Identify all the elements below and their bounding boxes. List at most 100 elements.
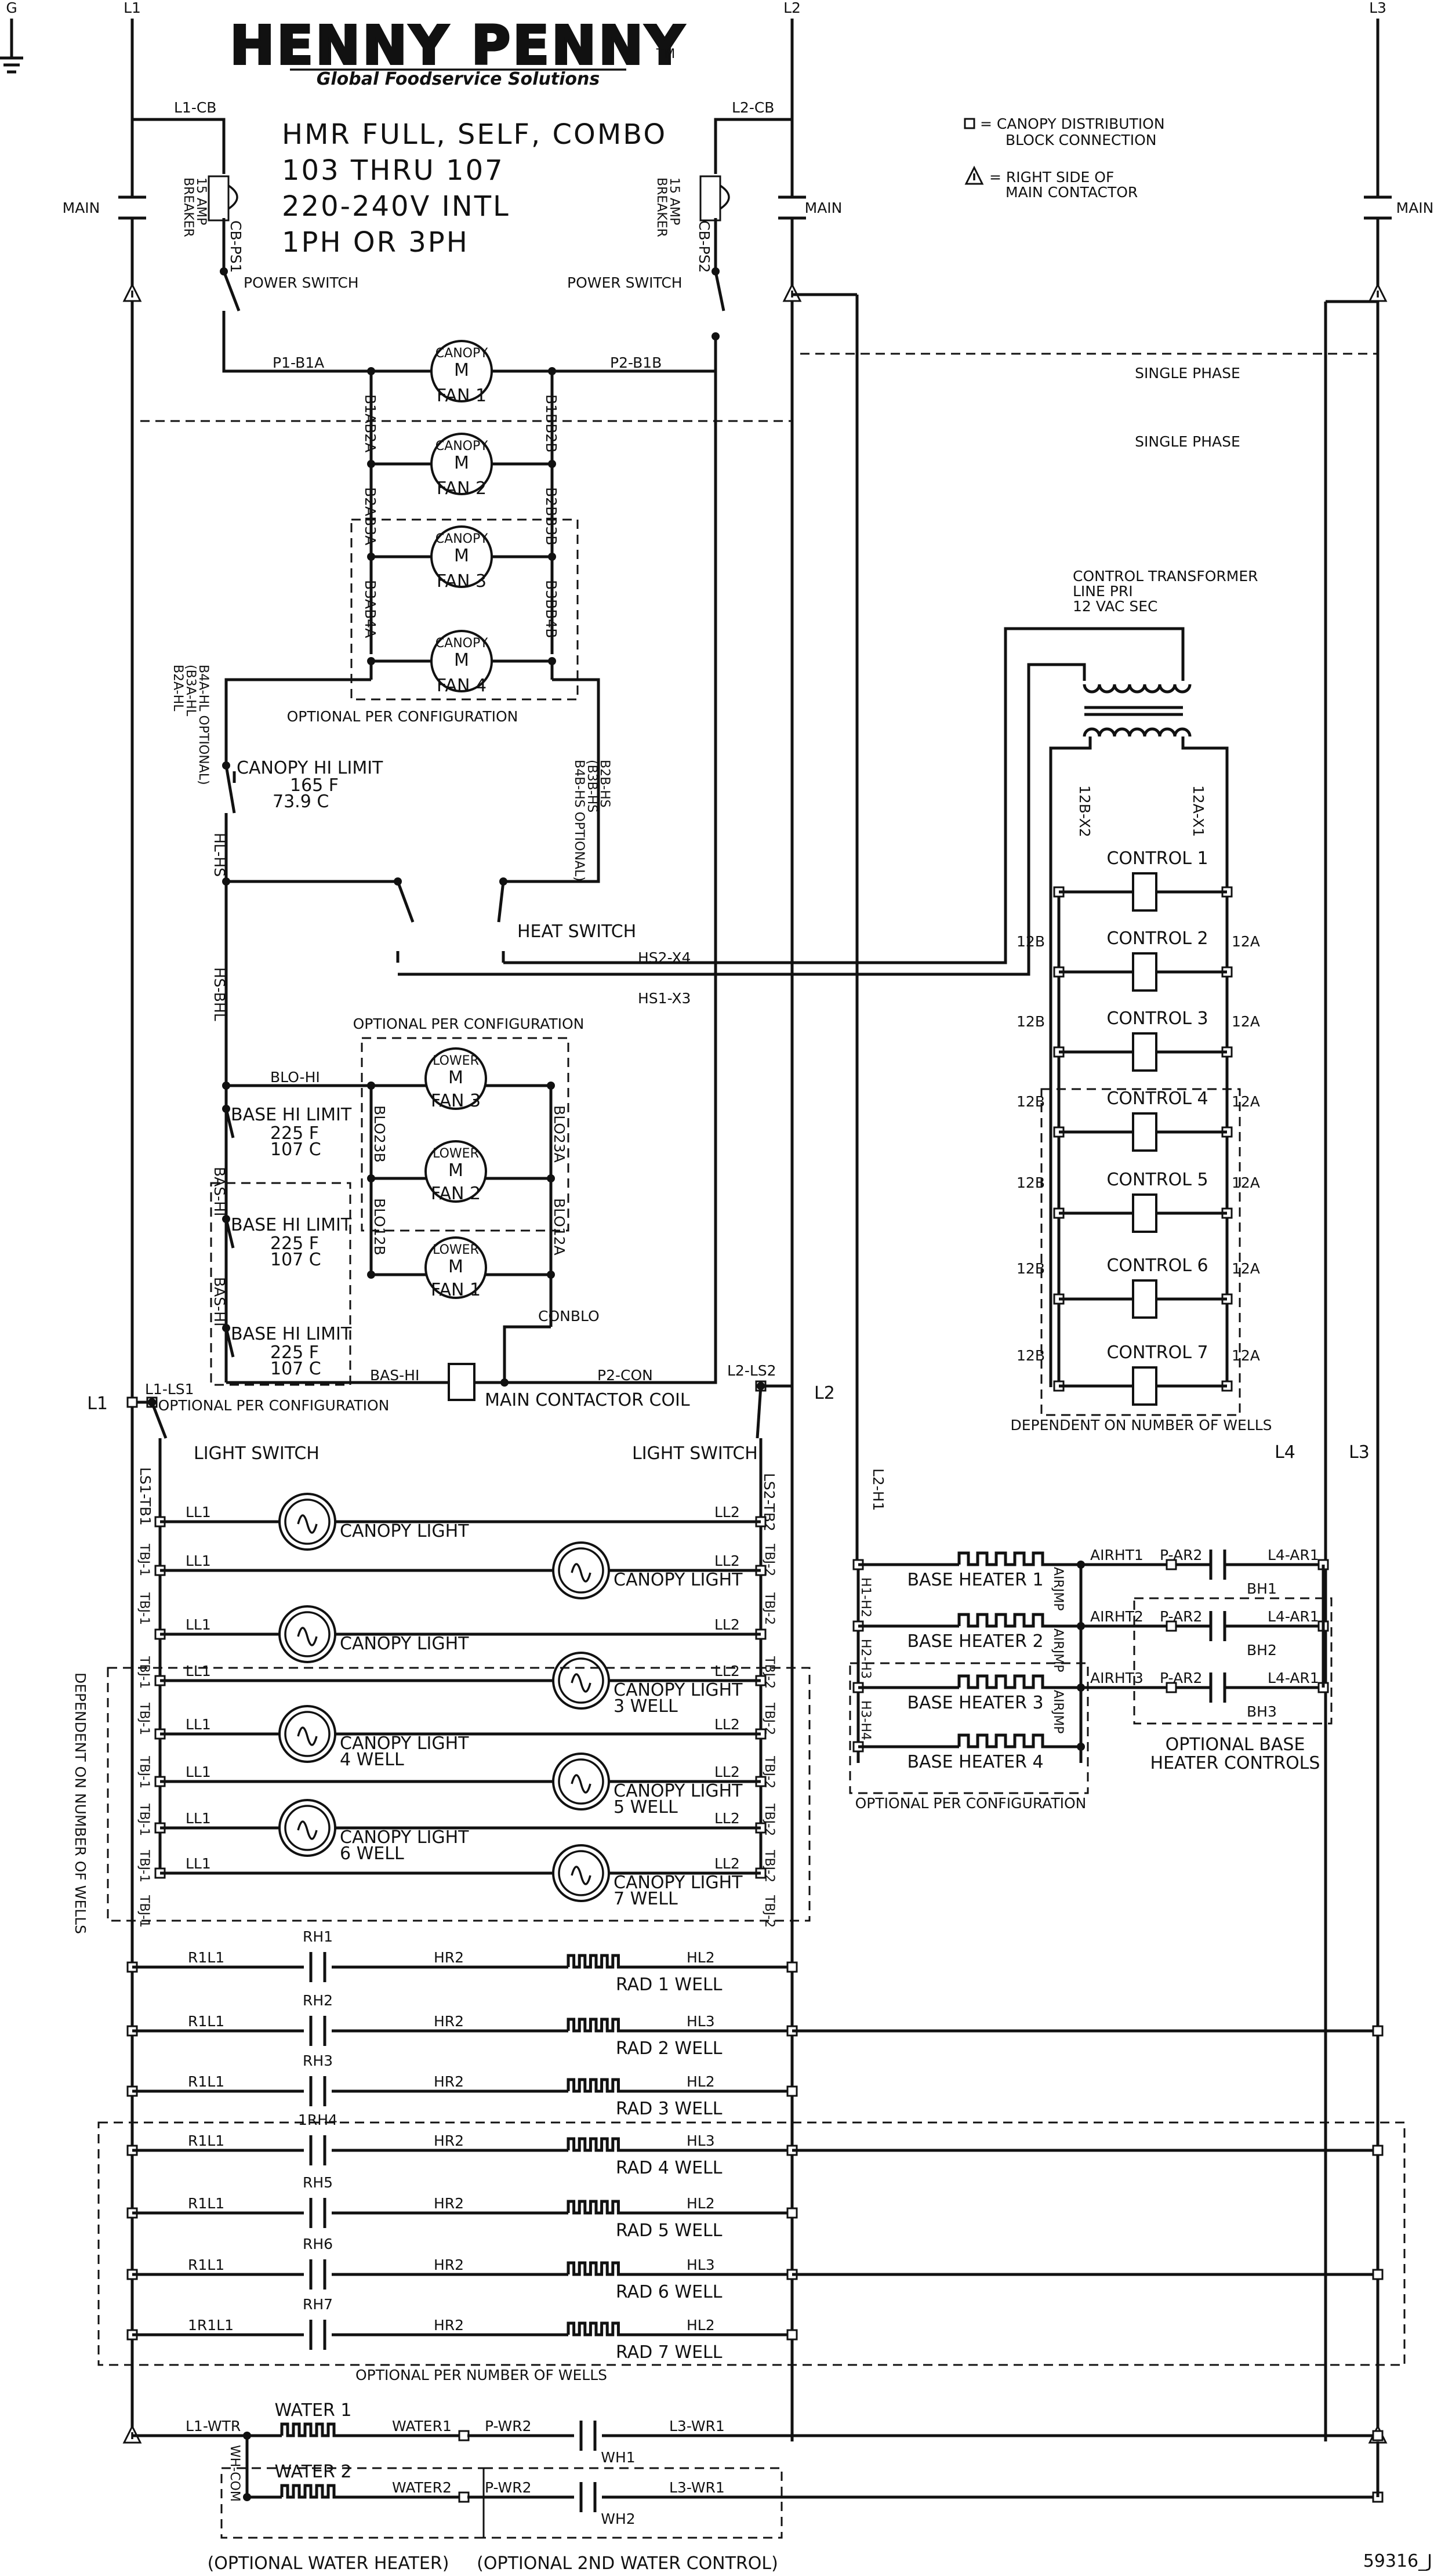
- wire-label: 12A: [1232, 933, 1260, 950]
- trademark: TM: [656, 47, 675, 61]
- lamp-icon: [297, 1514, 318, 1534]
- wire-label: HL-HS: [211, 833, 228, 877]
- fan-name: FAN 1: [437, 386, 487, 406]
- switch-label: POWER SWITCH: [567, 274, 683, 291]
- fan-name: FAN 2: [437, 478, 487, 499]
- brand-tagline: Global Foodservice Solutions: [317, 69, 600, 89]
- lamp-icon: [558, 1758, 604, 1805]
- terminal-block: [1166, 1620, 1177, 1632]
- switch-blade: [150, 1402, 168, 1439]
- component-label: HEAT SWITCH: [517, 921, 636, 942]
- junction-dot: [499, 877, 507, 886]
- water-heater-element: [280, 2422, 340, 2437]
- terminal-block: [126, 1396, 138, 1408]
- lamp-icon: [284, 1499, 331, 1545]
- motor-label: CANOPY: [435, 346, 488, 361]
- title-line: HMR FULL, SELF, COMBO: [282, 118, 667, 151]
- wire-label: 12B: [1017, 933, 1045, 950]
- wire-label: P-AR2: [1160, 1608, 1202, 1625]
- heater-element: [957, 1674, 1052, 1689]
- wire-label: AIRJMP: [1051, 1690, 1065, 1734]
- wire-label: (B3B-HS: [585, 760, 599, 812]
- lower-fans-box: [361, 1037, 569, 1232]
- component-label: 225 F: [270, 1343, 319, 1363]
- wire-label: LL1: [186, 1764, 211, 1780]
- wire-label: L4-AR1: [1268, 1670, 1319, 1686]
- light-label: CANOPY LIGHT: [340, 1634, 469, 1654]
- junction-dot: [367, 553, 375, 561]
- junction-dot: [547, 1271, 555, 1279]
- wire-label: BLO12B: [371, 1198, 388, 1256]
- wire-label: L1-LS1: [145, 1381, 194, 1398]
- wire-label: B1AB2A: [362, 394, 379, 452]
- water-heater-box: [220, 2467, 485, 2539]
- terminal-block: [1372, 2025, 1384, 2037]
- wire-label: LL2: [714, 1552, 740, 1569]
- terminal-block: [786, 1961, 798, 1973]
- switch-blade: [396, 881, 415, 923]
- wire-label: L1-CB: [174, 99, 216, 116]
- wire-label: LL1: [186, 1616, 211, 1633]
- terminal-block: [458, 2430, 470, 2441]
- component-label: 107 C: [270, 1250, 321, 1270]
- motor-label: LOWER: [433, 1243, 479, 1257]
- legend-text: = CANOPY DISTRIBUTION: [980, 115, 1165, 132]
- lamp-icon: [571, 1563, 591, 1583]
- wire-label: HR2: [434, 1949, 464, 1966]
- water-label: WATER 2: [275, 2462, 352, 2482]
- transformer-coil: [1083, 684, 1192, 694]
- optional-label: OPTIONAL PER CONFIGURATION: [855, 1795, 1087, 1812]
- wire-label: B2A-HL: [170, 665, 185, 712]
- terminal-block: [1372, 2430, 1384, 2441]
- component-label: BASE HI LIMIT: [231, 1215, 352, 1235]
- motor-label: CANOPY: [435, 439, 488, 453]
- lamp-icon: [571, 1866, 591, 1885]
- fan-motor: [430, 340, 493, 402]
- lights-optional-box: [107, 1667, 811, 1922]
- fan-name: FAN 4: [437, 676, 487, 696]
- terminal-block: [786, 2085, 798, 2097]
- heater-label: BASE HEATER 2: [907, 1631, 1043, 1652]
- title-line: 1PH OR 3PH: [282, 226, 469, 259]
- lamp-icon: [558, 1547, 604, 1594]
- terminal-block: [786, 2207, 798, 2219]
- transformer-label: 12 VAC SEC: [1073, 598, 1157, 615]
- rad-label: RAD 7 WELL: [616, 2342, 723, 2363]
- wire-label: LL2: [714, 1855, 740, 1872]
- junction-dot: [367, 1174, 375, 1182]
- wire-label: LL1: [186, 1716, 211, 1733]
- wire-label: P-AR2: [1160, 1547, 1202, 1563]
- heater-element: [567, 2200, 624, 2215]
- junction-dot: [547, 1174, 555, 1182]
- wire: [474, 336, 717, 1384]
- wire-label: L4-AR1: [1268, 1547, 1319, 1563]
- switch-blade: [756, 1385, 763, 1439]
- control-coil: [1132, 872, 1157, 912]
- wire-label: LS1-TB1: [137, 1467, 154, 1526]
- wire-label: HS1-X3: [638, 990, 691, 1007]
- legend-text: BLOCK CONNECTION: [1005, 132, 1156, 148]
- optional-label: HEATER CONTROLS: [1150, 1753, 1320, 1773]
- component-label: BASE HI LIMIT: [231, 1105, 352, 1125]
- wire-label: H3-H4: [858, 1700, 873, 1740]
- main-contactor-label: MAIN: [1396, 199, 1434, 216]
- wire: [398, 663, 1086, 976]
- wire-label: LL2: [714, 1764, 740, 1780]
- motor-label: CANOPY: [435, 532, 488, 546]
- wire-label: TBJ-2: [762, 1895, 776, 1928]
- light-label: 5 WELL: [614, 1797, 678, 1817]
- wire-label: TBJ-1: [137, 1849, 151, 1882]
- wire-label: R1L1: [188, 2013, 224, 2030]
- wire-label: P-AR2: [1160, 1670, 1202, 1686]
- relay-label: RH1: [303, 1928, 333, 1945]
- wire-label: TBJ-1: [137, 1543, 151, 1576]
- wire-label: LL2: [714, 1810, 740, 1827]
- control-coil: [1132, 1279, 1157, 1319]
- optional-label: (OPTIONAL 2ND WATER CONTROL): [477, 2553, 778, 2574]
- breaker-icon: [208, 175, 230, 222]
- wire-label: LL1: [186, 1504, 211, 1521]
- motor-symbol: M: [454, 546, 469, 566]
- terminal-block: [1372, 2269, 1384, 2280]
- wire: [503, 627, 1185, 964]
